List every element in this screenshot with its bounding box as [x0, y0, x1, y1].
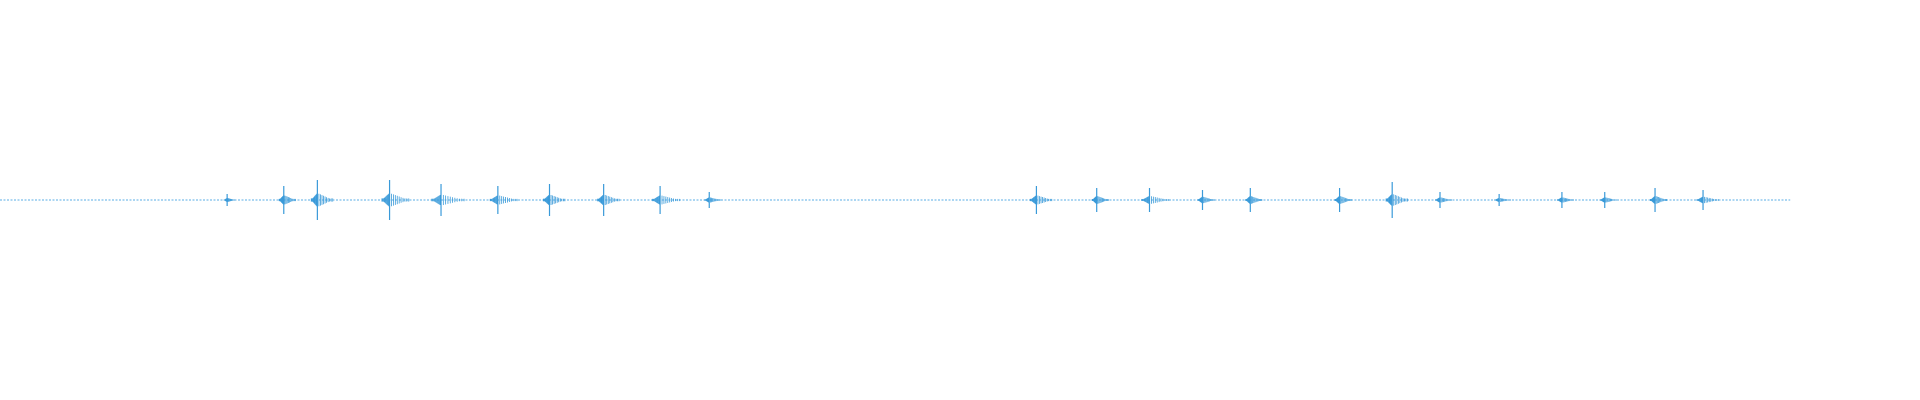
waveform-peak	[542, 184, 566, 216]
waveform-peak	[652, 186, 680, 214]
waveform-peak	[1029, 186, 1053, 214]
waveform-peak	[310, 180, 334, 220]
waveform-peak	[1650, 188, 1667, 212]
waveform-peak	[1696, 190, 1719, 210]
waveform-peak	[1434, 192, 1452, 208]
waveform-peak	[489, 186, 518, 214]
waveform-peak	[381, 180, 410, 220]
waveform-peak	[1494, 194, 1512, 206]
waveform-peak	[431, 184, 465, 216]
waveform-peak	[704, 192, 722, 208]
waveform-peak	[1599, 192, 1617, 208]
waveform-peak	[1385, 182, 1408, 218]
waveform-peak	[1091, 188, 1109, 212]
waveform-peak	[1556, 192, 1574, 208]
waveform-peak	[1334, 188, 1352, 212]
waveform-peak	[1141, 188, 1170, 212]
waveform-peak	[1197, 190, 1215, 210]
waveform-peak	[1245, 188, 1263, 212]
waveform-peak	[278, 186, 296, 214]
waveform-peak	[223, 194, 236, 206]
waveform-peak	[597, 184, 620, 216]
